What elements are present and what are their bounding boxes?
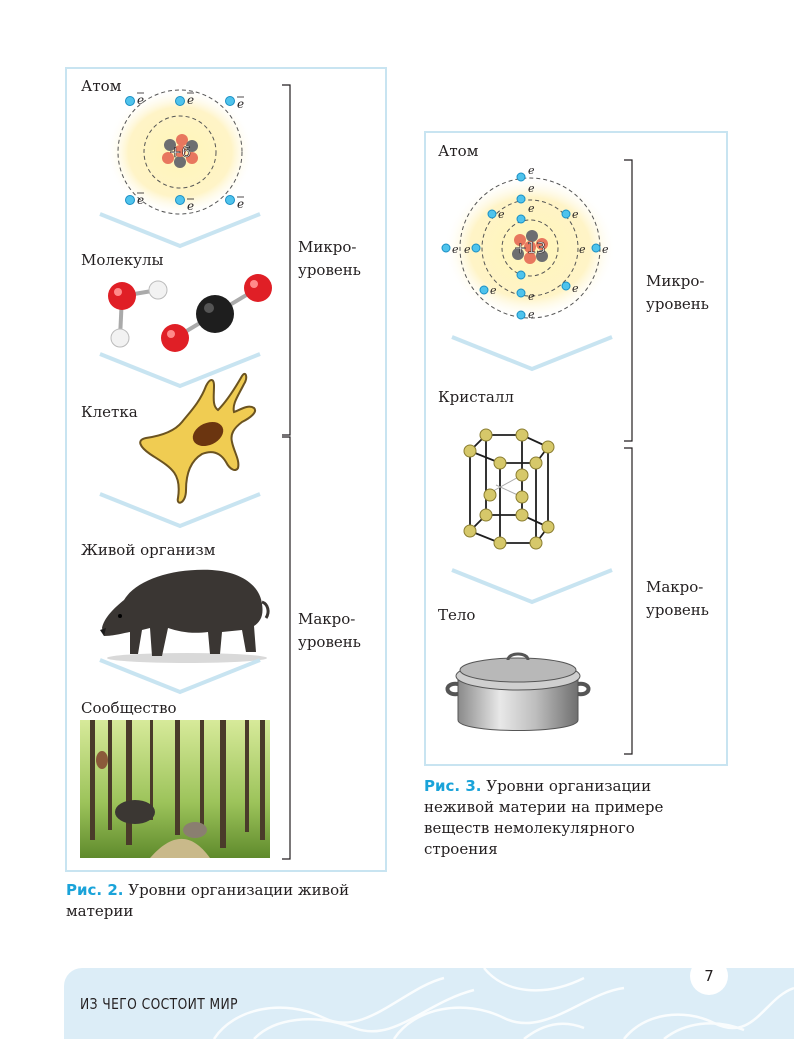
micro-level-text-line2-fig3: уровень xyxy=(646,295,709,313)
chevron-arrow-2 xyxy=(99,352,261,389)
macro-level-text-line1: Макро- xyxy=(298,610,356,628)
macro-level-text-line1-fig3: Макро- xyxy=(646,578,704,596)
svg-text:e: e xyxy=(464,243,471,256)
svg-text:e: e xyxy=(572,208,579,221)
topographic-pattern xyxy=(212,968,794,1039)
label-atom-fig2: Атом xyxy=(81,77,122,95)
boar-illustration xyxy=(100,569,270,663)
svg-text:e: e xyxy=(452,243,459,256)
nucleus-charge: +6 xyxy=(169,143,191,161)
page-footer-band xyxy=(64,968,794,1039)
macro-level-bracket-fig3 xyxy=(624,447,633,755)
water-molecule xyxy=(108,280,168,348)
macro-level-text-line2: уровень xyxy=(298,633,361,651)
figure-2-frame xyxy=(65,67,387,872)
nucleus xyxy=(512,230,548,264)
caption-text-fig3: Уровни организации неживой материи на пр… xyxy=(424,777,664,858)
nucleus xyxy=(162,134,198,168)
svg-text:e: e xyxy=(490,284,497,297)
label-cell: Клетка xyxy=(81,403,138,421)
label-atom-fig3: Атом xyxy=(438,142,479,160)
svg-text:e: e xyxy=(579,243,586,256)
svg-text:e: e xyxy=(528,182,535,195)
svg-text:e: e xyxy=(237,197,244,211)
chevron-arrow-4 xyxy=(99,658,261,695)
label-crystal: Кристалл xyxy=(438,388,514,406)
micro-level-bracket-fig2 xyxy=(282,84,291,436)
forest-community-image xyxy=(80,720,270,858)
chevron-arrow-5 xyxy=(451,335,613,372)
carbon-atom-diagram: +6 e e e e e e xyxy=(106,88,254,216)
chevron-arrow-6 xyxy=(451,568,613,605)
footer-section-title: Из чего состоит мир xyxy=(80,995,238,1013)
svg-text:e: e xyxy=(237,97,244,111)
micro-level-text-line2: уровень xyxy=(298,261,361,279)
micro-level-text-line1: Микро- xyxy=(298,238,357,256)
svg-text:e: e xyxy=(528,290,535,303)
cell-illustration xyxy=(139,372,256,504)
figure-3-frame xyxy=(424,131,728,766)
svg-text:e: e xyxy=(528,308,535,321)
micro-level-label-fig3: Микро- уровень xyxy=(646,270,709,316)
svg-text:e: e xyxy=(528,202,535,215)
svg-text:e: e xyxy=(528,164,535,177)
caption-figure-3: Рис. 3. Уровни организации неживой матер… xyxy=(424,776,674,860)
svg-text:e: e xyxy=(187,93,194,107)
macro-level-bracket-fig2 xyxy=(282,436,291,860)
svg-text:e: e xyxy=(137,193,144,207)
macro-level-label-fig2: Макро- уровень xyxy=(298,608,361,654)
cooking-pot-illustration xyxy=(445,652,591,731)
svg-text:e: e xyxy=(187,199,194,213)
chevron-arrow-1 xyxy=(99,212,261,249)
label-molecules: Молекулы xyxy=(81,251,164,269)
page-number: 7 xyxy=(690,957,728,995)
caption-number-fig3: Рис. 3. xyxy=(424,777,482,795)
chevron-arrow-3 xyxy=(99,492,261,529)
label-community: Сообщество xyxy=(81,699,177,717)
caption-number-fig2: Рис. 2. xyxy=(66,881,124,899)
micro-level-bracket-fig3 xyxy=(624,159,633,442)
macro-level-label-fig3: Макро- уровень xyxy=(646,576,709,622)
label-living-organism: Живой организм xyxy=(81,541,216,559)
svg-text:e: e xyxy=(572,282,579,295)
macro-level-text-line2-fig3: уровень xyxy=(646,601,709,619)
micro-level-text-line1-fig3: Микро- xyxy=(646,272,705,290)
nucleus-charge: +13 xyxy=(514,239,546,257)
micro-level-label-fig2: Микро- уровень xyxy=(298,236,361,282)
svg-text:e: e xyxy=(602,243,609,256)
carbon-dioxide-molecule xyxy=(161,274,272,352)
molecules-illustration xyxy=(108,274,272,352)
caption-figure-2: Рис. 2. Уровни организации живой материи xyxy=(66,880,376,922)
svg-text:e: e xyxy=(137,93,144,107)
caption-text-fig2: Уровни организации живой материи xyxy=(66,881,350,920)
crystal-lattice-illustration xyxy=(463,428,555,550)
label-body: Тело xyxy=(438,606,476,624)
svg-text:e: e xyxy=(498,208,505,221)
